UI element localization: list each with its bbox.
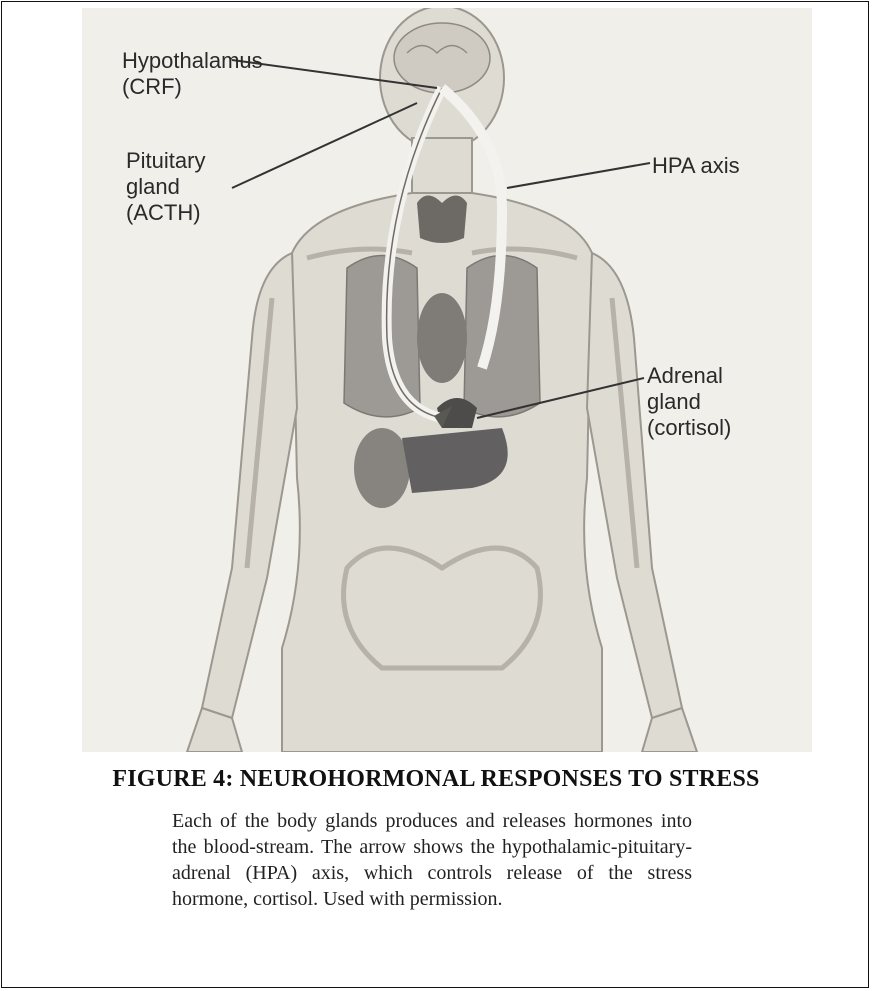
pituitary-label-1: Pituitary <box>126 148 205 174</box>
brain <box>394 23 490 93</box>
adrenal-label-1: Adrenal <box>647 363 723 389</box>
crf-label: (CRF) <box>122 74 182 100</box>
adrenal-label-2: gland <box>647 389 701 415</box>
pituitary-label-text-1: Pituitary <box>126 148 205 173</box>
hypothalamus-label: Hypothalamus <box>122 48 263 74</box>
crf-label-text: (CRF) <box>122 74 182 99</box>
left-kidney <box>354 428 410 508</box>
anatomy-illustration: Hypothalamus (CRF) Pituitary gland (ACTH… <box>82 8 812 752</box>
acth-label: (ACTH) <box>126 200 201 226</box>
hpa-axis-label: HPA axis <box>652 153 740 179</box>
figure-caption-body: Each of the body glands produces and rel… <box>172 808 692 912</box>
heart <box>417 293 467 383</box>
cortisol-label-text: (cortisol) <box>647 415 731 440</box>
hypothalamus-label-text: Hypothalamus <box>122 48 263 73</box>
figure-caption-title: FIGURE 4: NEUROHORMONAL RESPONSES TO STR… <box>2 766 870 793</box>
cortisol-label: (cortisol) <box>647 415 731 441</box>
hpa-axis-label-text: HPA axis <box>652 153 740 178</box>
adrenal-label-text-2: gland <box>647 389 701 414</box>
pituitary-label-text-2: gland <box>126 174 180 199</box>
adrenal-label-text-1: Adrenal <box>647 363 723 388</box>
pituitary-label-2: gland <box>126 174 180 200</box>
acth-label-text: (ACTH) <box>126 200 201 225</box>
